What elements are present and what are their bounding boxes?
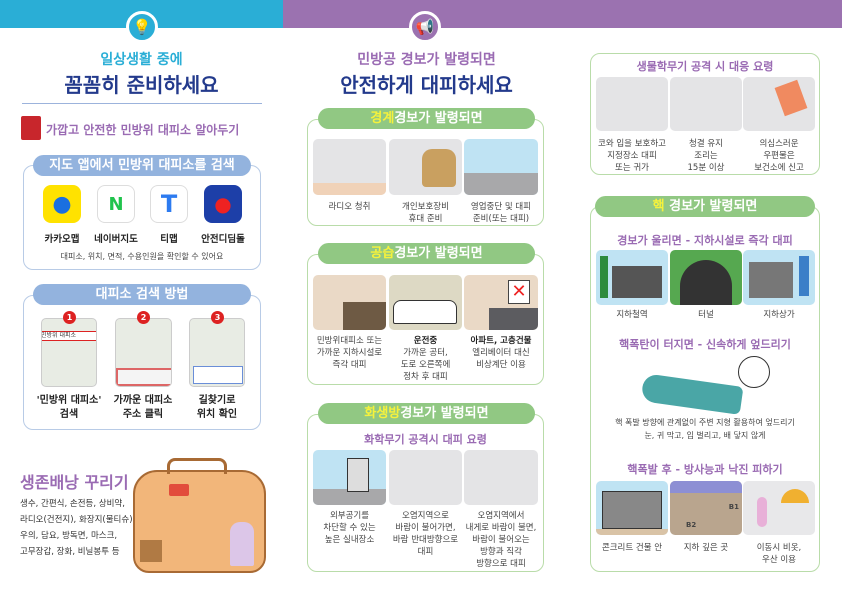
cleanliness-illustration <box>670 77 742 131</box>
survival-bag-title: 생존배낭 꾸리기 <box>20 473 129 492</box>
map-search-header: 지도 앱에서 민방위 대피소를 검색 <box>33 155 251 176</box>
item-caption: 터널 <box>698 310 714 320</box>
face-cover-inset <box>738 356 770 388</box>
left-title: 꼼꼼히 준비하세요 <box>64 73 219 97</box>
search-method-header: 대피소 검색 방법 <box>33 284 251 305</box>
car-stop-illustration <box>389 275 462 330</box>
wind-perpendicular-illustration <box>464 450 538 505</box>
tmap-app-icon[interactable]: T <box>150 185 188 223</box>
high-indoor-illustration <box>313 450 386 505</box>
protective-gear-illustration <box>389 139 462 195</box>
emergency-stairs-illustration: ✕ <box>464 275 538 330</box>
alert-warning-header: 경계경보가 발령되면 <box>318 108 535 129</box>
air-raid-header: 공습경보가 발령되면 <box>318 243 535 264</box>
cbr-header: 화생방경보가 발령되면 <box>318 403 535 424</box>
step-badge: 3 <box>211 311 224 324</box>
item-caption: 라디오 청취 <box>328 202 371 212</box>
left-subtitle: 일상생활 중에 <box>100 52 183 68</box>
app-label: 네이버지도 <box>94 234 138 245</box>
app-label: 안전디딤돌 <box>201 234 245 245</box>
suspicious-mail-illustration <box>743 77 815 131</box>
middle-title: 안전하게 대피하세요 <box>340 73 513 97</box>
search-field: 민방위 대피소 <box>42 331 96 341</box>
wind-away-illustration <box>389 450 462 505</box>
concrete-building-illustration <box>596 481 668 535</box>
nuclear-subtitle-blast: 핵폭탄이 터지면 - 신속하게 엎드리기 <box>619 338 791 351</box>
item-caption: 이동시 비옷,우산 이용 <box>756 543 802 565</box>
survival-bag-list: 생수, 간편식, 손전등, 상비약,라디오(건전지), 화장지(물티슈),우의,… <box>20 499 136 557</box>
nuclear-subtitle-alarm: 경보가 울리면 - 지하시설로 즉각 대피 <box>617 234 793 247</box>
raincoat-umbrella-illustration <box>743 481 815 535</box>
app-label: 카카오맵 <box>44 234 80 245</box>
map-screenshot-step3 <box>189 318 245 387</box>
nuclear-header: 핵 경보가 발령되면 <box>595 196 815 217</box>
item-caption: 콘크리트 건물 안 <box>601 543 663 553</box>
divider <box>22 103 262 104</box>
radio-family-illustration <box>313 139 386 195</box>
safety-app-icon[interactable]: ● <box>204 185 242 223</box>
map-screenshot-step2 <box>115 318 172 387</box>
megaphone-icon: 📢 <box>409 11 441 43</box>
bio-title: 생물학무기 공격 시 대응 요령 <box>636 60 774 73</box>
shelter-heading: 가깝고 안전한 민방위 대피소 알아두기 <box>46 123 240 137</box>
cbr-subtitle: 화학무기 공격시 대피 요령 <box>364 433 487 446</box>
mask-people-illustration <box>596 77 668 131</box>
survival-backpack-illustration <box>133 458 266 573</box>
step-badge: 2 <box>137 311 150 324</box>
evacuation-illustration <box>464 139 538 195</box>
civil-defense-logo <box>21 116 41 140</box>
lightbulb-icon: 💡 <box>126 11 158 43</box>
step-badge: 1 <box>63 311 76 324</box>
nuclear-subtitle-fallout: 핵폭발 후 - 방사능과 낙진 피하기 <box>627 463 783 476</box>
map-screenshot-step1: 민방위 대피소 <box>41 318 97 387</box>
item-caption: 지하상가 <box>763 310 795 320</box>
underground-mall-illustration <box>743 250 815 305</box>
middle-subtitle: 민방공 경보가 발령되면 <box>357 52 496 68</box>
map-search-note: 대피소, 위치, 면적, 수용인원을 확인할 수 있어요 <box>60 252 224 261</box>
app-label: 티맵 <box>160 234 178 245</box>
subway-station-illustration <box>596 250 668 305</box>
tunnel-illustration <box>670 250 742 305</box>
shelter-stairs-illustration <box>313 275 386 330</box>
bio-box <box>590 53 820 175</box>
item-caption: 지하 깊은 곳 <box>683 543 729 553</box>
step-caption: '민방위 대피소'검색 <box>36 395 102 420</box>
item-caption: 지하철역 <box>616 310 648 320</box>
navermap-app-icon[interactable]: N <box>97 185 135 223</box>
right-header-bar <box>283 0 842 28</box>
kakaomap-app-icon[interactable]: ● <box>43 185 81 223</box>
